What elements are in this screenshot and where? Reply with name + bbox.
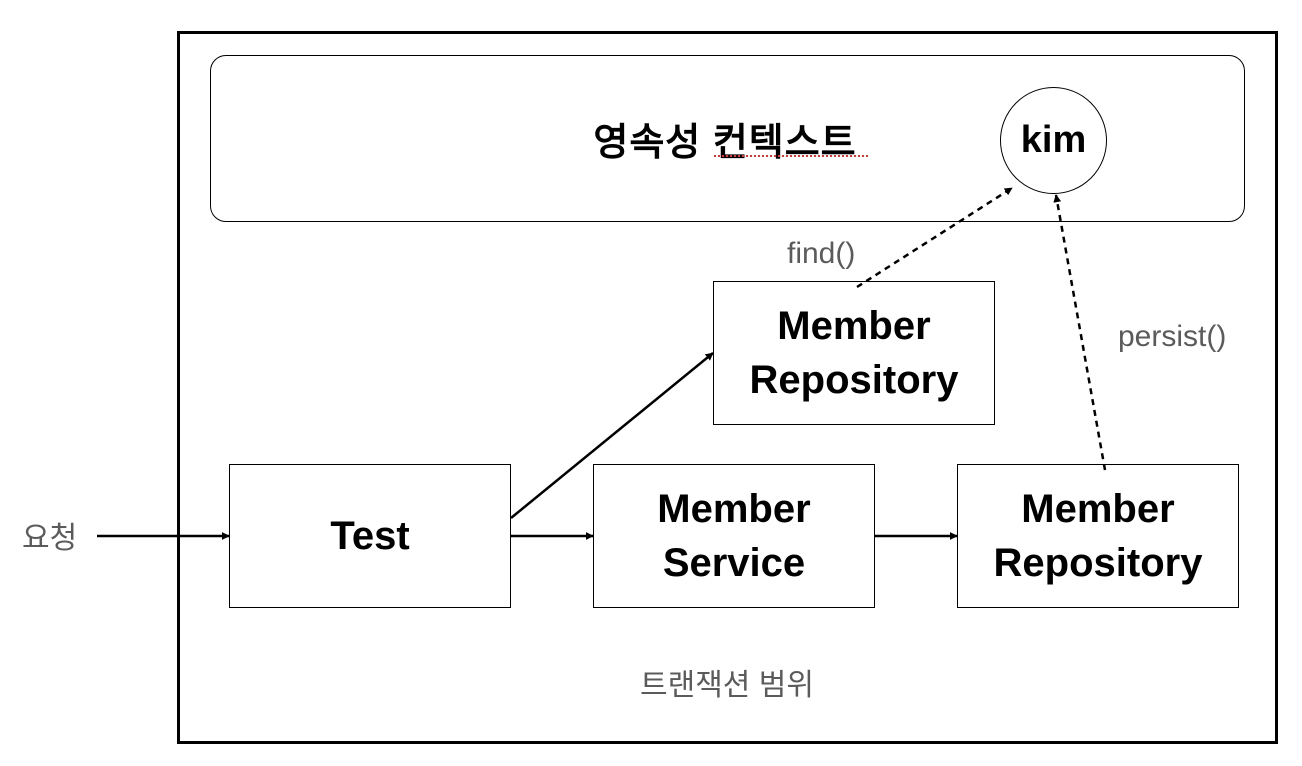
- entity-kim-circle: kim: [1000, 87, 1107, 194]
- transaction-scope-frame: [177, 31, 1278, 744]
- find-edge-label: find(): [787, 237, 856, 270]
- member-repository-right-label-line2: Repository: [993, 541, 1203, 585]
- test-node-label: Test: [330, 514, 410, 558]
- persistence-context-box: [210, 55, 1245, 222]
- request-label: 요청: [22, 522, 78, 555]
- member-repository-right-label-line1: Member: [1021, 487, 1175, 531]
- member-repository-upper-node: Member Repository: [713, 281, 995, 425]
- member-service-label-line2: Service: [662, 541, 806, 585]
- member-service-label-line1: Member: [657, 487, 811, 531]
- member-repository-upper-label-line1: Member: [777, 304, 931, 348]
- persist-edge-label: persist(): [1118, 320, 1227, 353]
- entity-label: kim: [1020, 119, 1087, 161]
- member-repository-right-node: Member Repository: [957, 464, 1239, 608]
- persistence-context-title: 영속성 컨텍스트: [540, 110, 910, 166]
- persistence-context-label: 영속성 컨텍스트: [593, 121, 857, 164]
- member-repository-upper-label-line2: Repository: [749, 358, 959, 402]
- member-service-node: Member Service: [593, 464, 875, 608]
- transaction-scope-label: 트랜잭션 범위: [640, 669, 814, 702]
- test-node: Test: [229, 464, 511, 608]
